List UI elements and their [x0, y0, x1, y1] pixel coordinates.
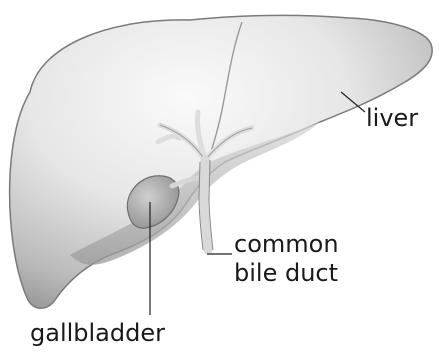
common-bile-duct-label-line2: bile duct	[234, 259, 338, 287]
common-bile-duct	[204, 160, 208, 250]
common-bile-duct-label-line1: common	[234, 230, 339, 258]
gallbladder-label: gallbladder	[30, 319, 165, 347]
liver-label: liver	[366, 104, 418, 132]
